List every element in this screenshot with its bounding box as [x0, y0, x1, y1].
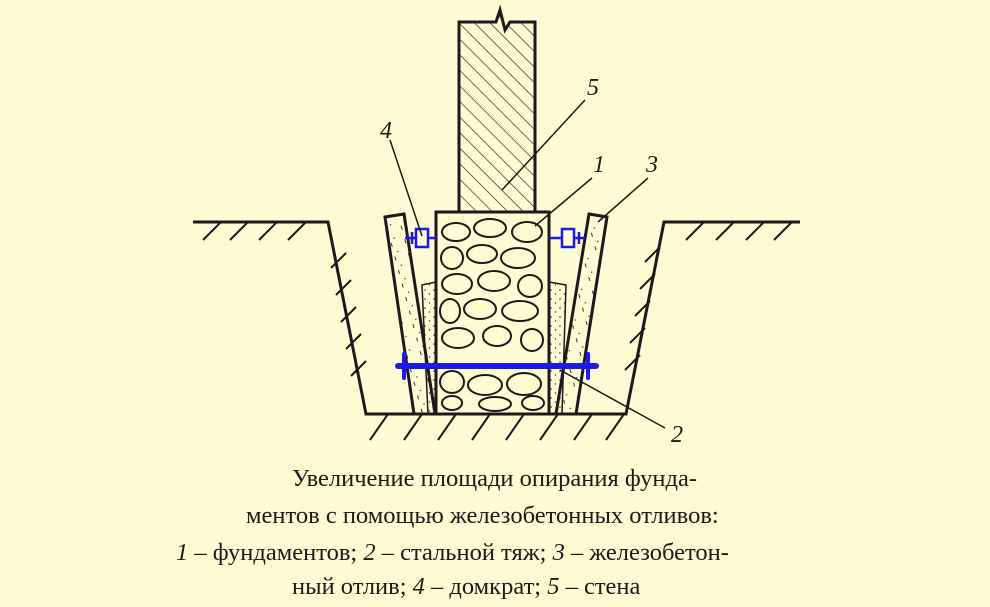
leader-lines — [389, 99, 666, 429]
label-1: 1 — [593, 152, 605, 178]
rubble-foundation — [434, 210, 551, 416]
caption-num-3: 3 — [552, 539, 565, 566]
caption-num-4: 4 — [412, 573, 425, 600]
caption-num-2: 2 — [363, 539, 376, 566]
ground-hatching — [202, 221, 793, 441]
label-2: 2 — [671, 422, 683, 448]
steel-tie-rod — [395, 352, 599, 380]
jack-right — [549, 227, 585, 249]
caption-num-1: 1 — [176, 539, 189, 566]
caption-text-6: – стена — [559, 573, 641, 600]
caption-text-1: – фундаментов; — [188, 539, 364, 566]
caption-line-1: Увеличение площади опирания фунда- — [292, 465, 698, 492]
caption-text-5: – домкрат; — [424, 573, 548, 600]
caption-line-2: ментов с помощью железобетонных отливов: — [246, 502, 719, 529]
caption-num-5: 5 — [547, 573, 560, 600]
caption-text-3: – железобетон- — [564, 539, 729, 566]
caption-text-4: ный отлив; — [292, 573, 413, 600]
caption-text-2: – стальной тяж; — [375, 539, 553, 566]
label-5: 5 — [587, 75, 599, 101]
jack-left — [405, 227, 436, 249]
caption-line-4: ный отлив; 4 – домкрат; 5 – стена — [0, 572, 990, 602]
caption-line-3: 1 – фундаментов; 2 – стальной тяж; 3 – ж… — [0, 538, 990, 568]
label-4: 4 — [380, 118, 392, 144]
brick-wall — [457, 4, 537, 214]
label-3: 3 — [645, 152, 658, 178]
